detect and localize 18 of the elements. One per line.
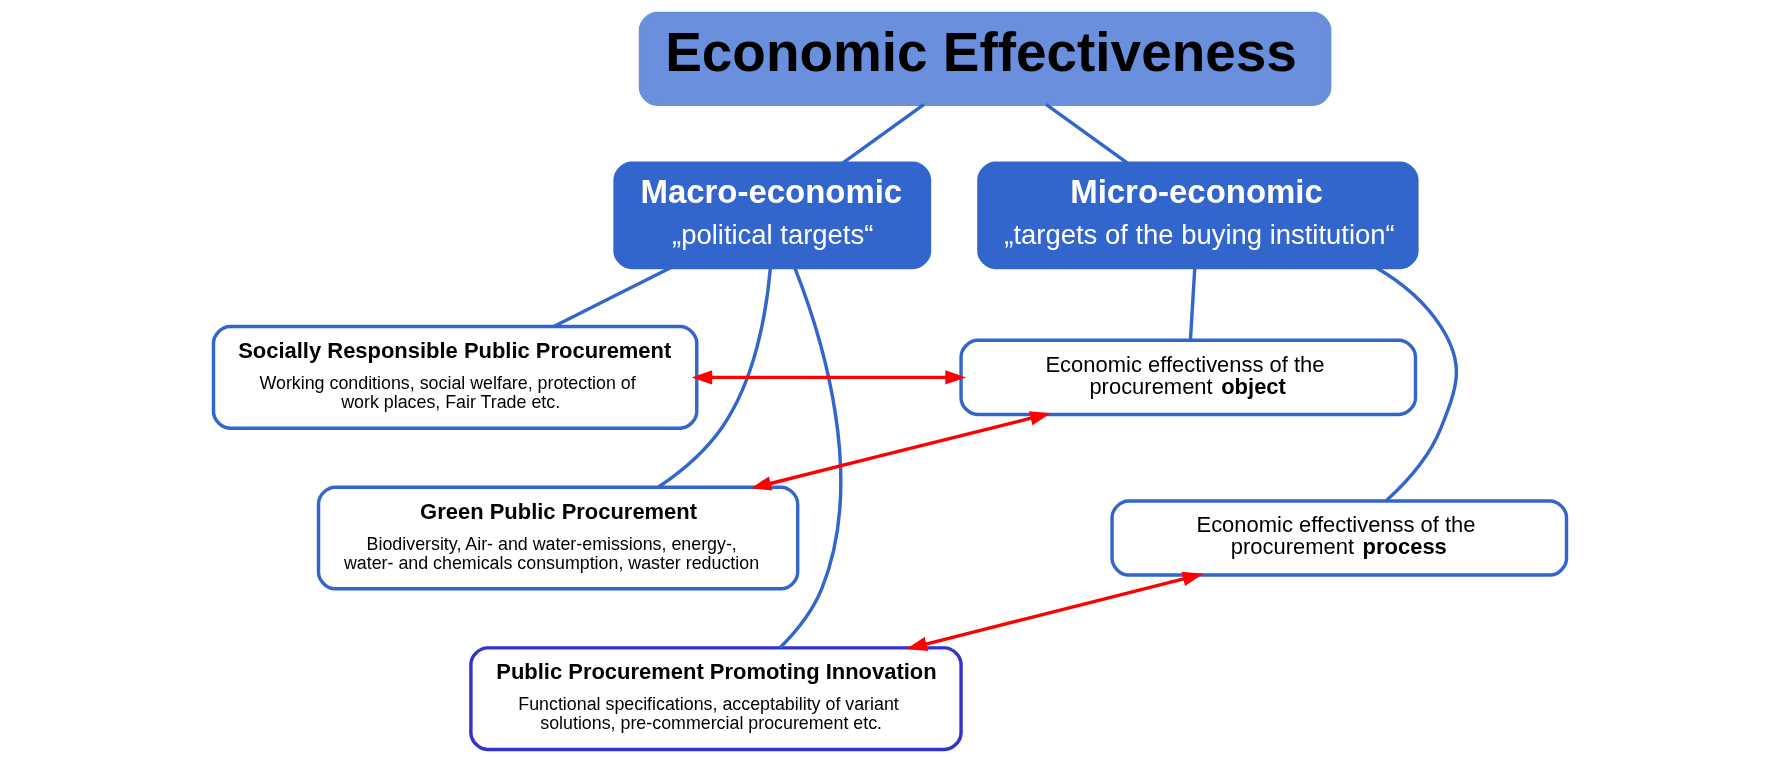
connector: [1044, 102, 1128, 165]
node-box: Economic Effectiveness: [638, 11, 1331, 106]
connector: [1375, 266, 1458, 502]
connector: [552, 266, 672, 328]
node-box: Green Public Procurement Biodiversity, Air- and water-emissions, energy-, water- and chemicals consumption, waster reduction: [316, 485, 799, 591]
connector: [841, 102, 925, 165]
arrow: [750, 411, 1051, 491]
connector: [657, 267, 772, 489]
arrow: [691, 370, 966, 385]
node-box: Socially Responsible Public Procurement Working conditions, social welfare, protection of work places, Fair Trade etc.: [211, 324, 698, 430]
arrow: [905, 571, 1203, 651]
node-box: Public Procurement Promoting Innovation Functional specifications, acceptability of variant solutions, pre-commercial procurement etc.: [468, 646, 963, 752]
node-box: Macro-economic „political targets“: [612, 161, 931, 270]
node-box: Economic effectivenss of the procurement process: [1109, 499, 1568, 577]
connector: [778, 267, 842, 649]
node-box: Micro-economic „targets of the buying institution“: [976, 161, 1419, 270]
node-box: Economic effectivenss of the procurement object: [958, 338, 1417, 417]
connector: [1188, 267, 1197, 341]
